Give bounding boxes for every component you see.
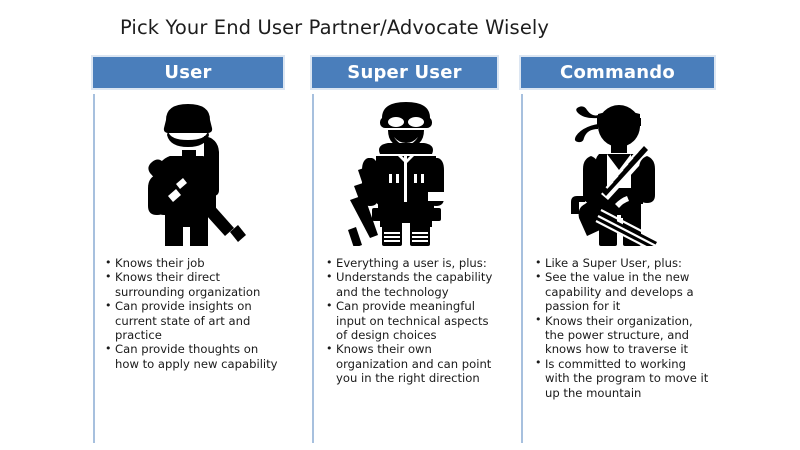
column-body-user: Knows their job Knows their direct surro…	[93, 94, 283, 443]
bullet-list-super-user: Everything a user is, plus: Understands …	[314, 246, 497, 386]
figure-commando	[523, 94, 714, 246]
column-user: User	[93, 57, 283, 443]
list-item: Can provide meaningful input on technica…	[326, 299, 493, 342]
list-item: Everything a user is, plus:	[326, 255, 493, 270]
list-item: Can provide insights on current state of…	[105, 299, 279, 342]
column-header-user[interactable]: User	[93, 57, 283, 88]
column-body-super-user: Everything a user is, plus: Understands …	[312, 94, 497, 443]
list-item: Can provide thoughts on how to apply new…	[105, 342, 279, 371]
list-item: Understands the capability and the techn…	[326, 270, 493, 299]
column-header-super-user[interactable]: Super User	[312, 57, 497, 88]
bullet-list-user: Knows their job Knows their direct surro…	[95, 246, 283, 371]
column-header-label: User	[164, 61, 212, 83]
column-header-commando[interactable]: Commando	[521, 57, 714, 88]
column-commando: Commando	[521, 57, 714, 443]
figure-user	[95, 94, 283, 246]
column-super-user: Super User	[312, 57, 497, 443]
figure-super-user	[314, 94, 497, 246]
list-item: See the value in the new capability and …	[535, 270, 710, 313]
page-title: Pick Your End User Partner/Advocate Wise…	[120, 16, 550, 39]
list-item: Like a Super User, plus:	[535, 255, 710, 270]
list-item: Is committed to working with the program…	[535, 356, 710, 400]
soldier-user-icon	[148, 104, 246, 246]
list-item: Knows their own organization and can poi…	[326, 342, 493, 385]
column-header-label: Commando	[560, 61, 675, 83]
list-item: Knows their organization, the power stru…	[535, 313, 710, 357]
column-header-label: Super User	[347, 61, 462, 83]
soldier-super-user-icon	[347, 102, 444, 246]
soldier-commando-icon	[570, 105, 660, 246]
bullet-list-commando: Like a Super User, plus: See the value i…	[523, 246, 714, 400]
list-item: Knows their direct surrounding organizat…	[105, 270, 279, 299]
list-item: Knows their job	[105, 255, 279, 270]
column-body-commando: Like a Super User, plus: See the value i…	[521, 94, 714, 443]
